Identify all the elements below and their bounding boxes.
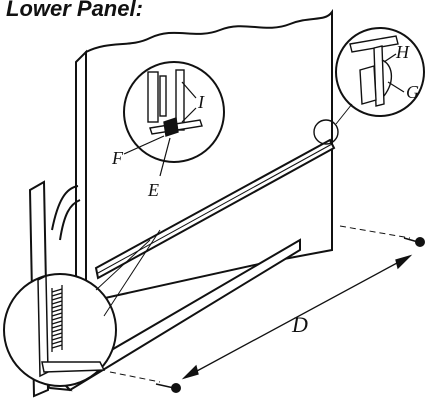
dashed-guide-left bbox=[109, 371, 161, 383]
dashed-guide-right bbox=[339, 225, 411, 239]
spring-foot bbox=[41, 361, 106, 373]
label-f: F bbox=[111, 148, 124, 168]
screw-left bbox=[155, 383, 181, 393]
pointer-i bbox=[181, 81, 197, 99]
label-g: G bbox=[406, 82, 419, 102]
label-h: H bbox=[395, 42, 410, 62]
screw-right bbox=[403, 237, 425, 247]
spring-housing bbox=[37, 274, 49, 378]
label-i: I bbox=[197, 92, 205, 112]
panel-edge bbox=[75, 49, 87, 313]
clip-detail bbox=[349, 35, 399, 107]
leader-line-2 bbox=[103, 229, 161, 317]
pointer-e bbox=[159, 137, 171, 177]
label-d: D bbox=[291, 312, 308, 337]
diagram-title: Lower Panel: bbox=[6, 0, 143, 21]
pointer-g bbox=[387, 81, 405, 93]
rail-focus-circle bbox=[313, 119, 339, 145]
dimension-d-line bbox=[181, 254, 413, 380]
pointer-h bbox=[383, 53, 397, 63]
coil-spring bbox=[51, 285, 63, 352]
latch-detail bbox=[147, 69, 203, 137]
left-frame-curve bbox=[51, 185, 79, 231]
pointer-f bbox=[123, 135, 165, 155]
leader-line-3 bbox=[335, 103, 353, 125]
leader-line-1 bbox=[95, 239, 151, 291]
pointer-i-2 bbox=[181, 107, 197, 123]
left-frame-curve-2 bbox=[59, 199, 81, 241]
label-e: E bbox=[147, 180, 159, 200]
